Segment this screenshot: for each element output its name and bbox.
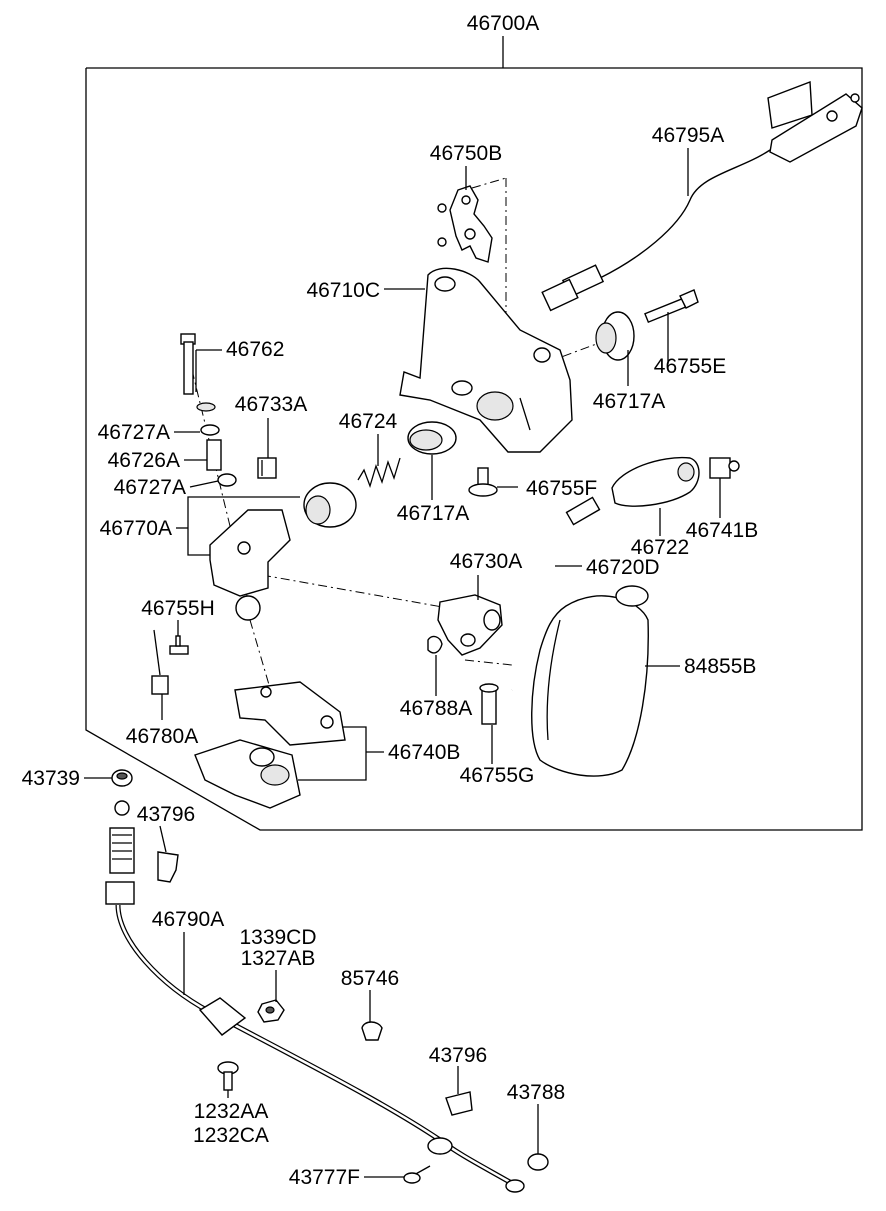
- label-1232ca: 1232CA: [193, 1124, 269, 1147]
- label-1339cd: 1339CD: [239, 926, 316, 949]
- label-46795a: 46795A: [652, 124, 724, 147]
- clip-46741b-drawing: [709, 457, 740, 479]
- bracket-46710c-drawing: [399, 267, 573, 453]
- label-46727a-top: 46727A: [98, 421, 170, 444]
- assembly-frame: [85, 36, 863, 831]
- cable-46790a-drawing: [105, 800, 525, 1193]
- lever-46770a-drawing: [209, 482, 357, 621]
- pin-46762-drawing: [180, 333, 216, 412]
- label-1232aa: 1232AA: [194, 1100, 269, 1123]
- label-84855b: 84855B: [684, 655, 756, 678]
- knob-46722-drawing: [611, 456, 700, 507]
- bushing-43788-drawing: [527, 1153, 549, 1171]
- clip-43796-top-drawing: [157, 851, 179, 883]
- part-labels: 46700A 46750B 46795A 46710C 46762 46755E…: [22, 12, 759, 1189]
- label-1327ab: 1327AB: [241, 947, 316, 970]
- label-46700a: 46700A: [467, 12, 539, 35]
- cable-46795a-drawing: [541, 81, 863, 312]
- label-46720d: 46720D: [586, 556, 660, 579]
- label-46788a: 46788A: [400, 697, 472, 720]
- clip-43796-bottom-drawing: [445, 1091, 473, 1116]
- bolt-46755f-drawing: [468, 467, 498, 497]
- bolt-46755e-drawing: [644, 289, 699, 324]
- nut-1339cd-drawing: [257, 999, 285, 1023]
- label-46710c: 46710C: [306, 279, 380, 302]
- label-46770a: 46770A: [100, 517, 172, 540]
- label-43739: 43739: [22, 767, 80, 790]
- bushing-46717a-mid-drawing: [407, 421, 457, 455]
- bushing-stack-drawing: [200, 424, 237, 487]
- leader-lines: [84, 148, 721, 1178]
- bushing-46717a-top-drawing: [595, 311, 635, 361]
- rod-46720d-drawing: [508, 496, 601, 693]
- clip-46733a-drawing: [257, 457, 277, 479]
- label-46750b: 46750B: [430, 142, 502, 165]
- wire-46780a-drawing: [151, 629, 169, 695]
- label-43777f: 43777F: [289, 1166, 360, 1189]
- lever-46730a-drawing: [437, 594, 503, 656]
- label-46724: 46724: [339, 410, 398, 433]
- label-43788: 43788: [507, 1081, 565, 1104]
- bushing-43739-drawing: [111, 769, 133, 787]
- label-46727a-bottom: 46727A: [114, 476, 186, 499]
- label-46790a: 46790A: [152, 908, 224, 931]
- plates-46740b-drawing: [194, 681, 346, 809]
- label-46740b: 46740B: [388, 741, 460, 764]
- plate-46750b-drawing: [437, 185, 493, 263]
- label-46780a: 46780A: [126, 725, 198, 748]
- label-46730a: 46730A: [450, 550, 522, 573]
- label-46762: 46762: [226, 338, 284, 361]
- label-43796-top: 43796: [137, 803, 195, 826]
- label-46755g: 46755G: [460, 764, 535, 787]
- clip-46788a-drawing: [427, 635, 443, 654]
- label-46717a-mid: 46717A: [397, 502, 469, 525]
- label-85746: 85746: [341, 967, 399, 990]
- bolt-46755g-drawing: [479, 683, 499, 725]
- label-46741b: 46741B: [686, 519, 758, 542]
- label-46722: 46722: [631, 536, 689, 559]
- label-46733a: 46733A: [235, 393, 307, 416]
- bolt-1232aa-drawing: [217, 1061, 239, 1091]
- pin-43777f-drawing: [403, 1165, 431, 1184]
- label-46717a-top: 46717A: [593, 390, 665, 413]
- plug-85746-drawing: [361, 1021, 383, 1041]
- label-46726a: 46726A: [108, 449, 180, 472]
- label-46755f: 46755F: [526, 477, 597, 500]
- spring-46724-drawing: [357, 457, 401, 489]
- label-46755e: 46755E: [654, 355, 726, 378]
- screw-46755h-drawing: [169, 635, 189, 655]
- label-46755h: 46755H: [141, 597, 215, 620]
- label-43796-bottom: 43796: [429, 1044, 487, 1067]
- boot-84855b-drawing: [531, 585, 649, 777]
